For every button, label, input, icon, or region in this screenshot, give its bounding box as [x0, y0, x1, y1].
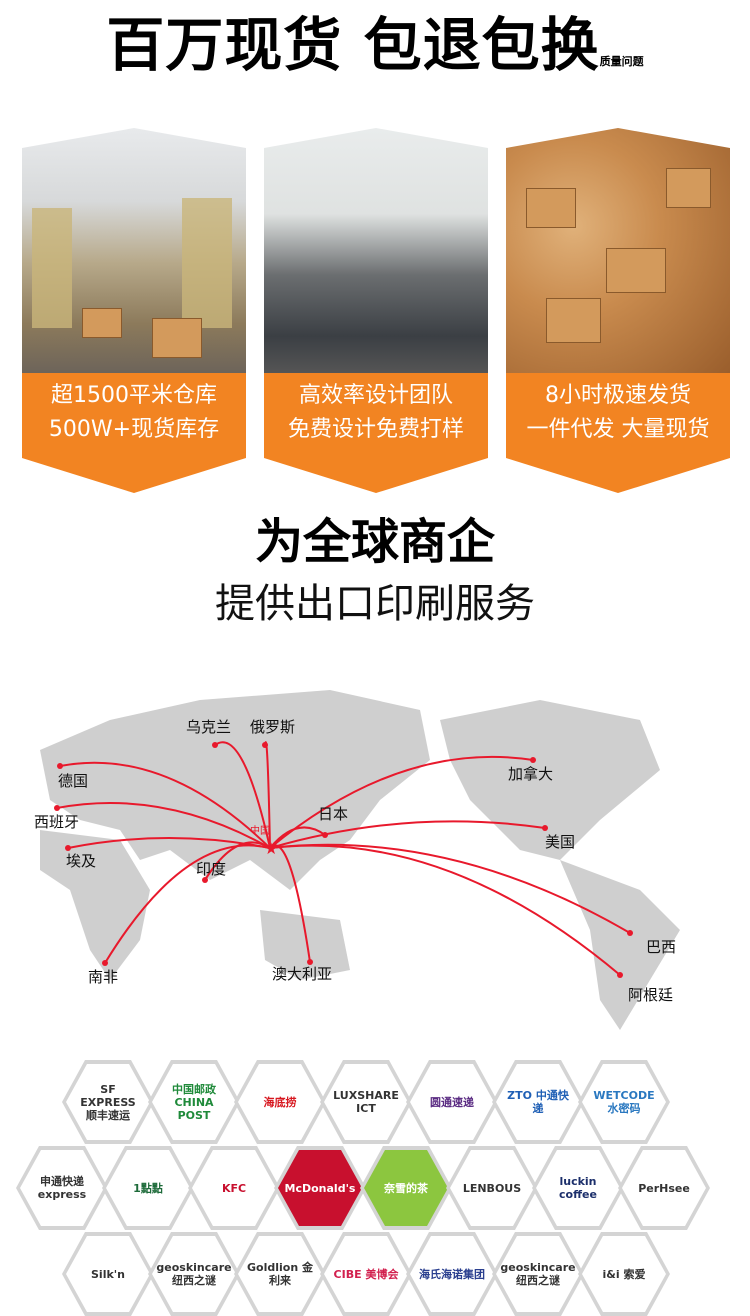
- client-logo: ZTO 中通快递: [496, 1064, 580, 1140]
- destination-dot: [65, 845, 71, 851]
- client-logo: 圆通速递: [410, 1064, 494, 1140]
- client-logo-hex: CIBE 美博会: [320, 1232, 412, 1316]
- client-logo: 海底捞: [238, 1064, 322, 1140]
- destination-label: 巴西: [646, 938, 677, 956]
- client-logo-hex: Silk'n: [62, 1232, 154, 1316]
- route-line: [104, 844, 271, 964]
- destination-dot: [212, 742, 218, 748]
- card-line2: 免费设计免费打样: [287, 417, 464, 442]
- client-logo-hex: 海底捞: [234, 1060, 326, 1144]
- client-logo: SF EXPRESS 顺丰速运: [66, 1064, 150, 1140]
- card-line1: 8小时极速发货: [545, 383, 691, 408]
- destination-label: 印度: [196, 860, 227, 878]
- client-logo-hex: SF EXPRESS 顺丰速运: [62, 1060, 154, 1144]
- client-logo: geoskincare 纽西之谜: [496, 1236, 580, 1312]
- destination-label: 乌克兰: [186, 718, 232, 736]
- client-logo: luckin coffee: [536, 1150, 620, 1226]
- continents: [40, 690, 680, 1030]
- destination-label: 美国: [545, 833, 576, 851]
- client-logo: LUXSHARE ICT: [324, 1064, 408, 1140]
- destination-dot: [542, 825, 548, 831]
- route-line: [269, 820, 546, 849]
- destination-label: 加拿大: [508, 765, 554, 783]
- client-logo: 1點點: [106, 1150, 190, 1226]
- destination-dot: [530, 757, 536, 763]
- route-line: [56, 802, 271, 849]
- destination-dot: [322, 832, 328, 838]
- client-logo-hex: Goldlion 金利来: [234, 1232, 326, 1316]
- origin-star-icon: ★: [264, 839, 278, 858]
- client-logo: LENBOUS: [450, 1150, 534, 1226]
- destination-label: 澳大利亚: [272, 965, 333, 983]
- destination-label: 阿根廷: [628, 986, 674, 1004]
- client-logo: PerHsee: [622, 1150, 706, 1226]
- section-title: 为全球商企: [254, 514, 495, 570]
- client-logo: KFC: [192, 1150, 276, 1226]
- client-logo-hex: geoskincare 纽西之谜: [492, 1232, 584, 1316]
- client-logo: Goldlion 金利来: [238, 1236, 322, 1312]
- headline-note: 质量问题: [599, 55, 644, 68]
- client-logo: 中国邮政 CHINA POST: [152, 1064, 236, 1140]
- destination-label: 埃及: [66, 852, 97, 870]
- destination-label: 南非: [88, 968, 119, 986]
- client-logo: 奈雪的茶: [364, 1150, 448, 1226]
- route-line: [269, 844, 621, 976]
- client-logo: 海氏海诺集团: [410, 1236, 494, 1312]
- card-line2: 500W+现货库存: [48, 417, 220, 442]
- destination-dot: [102, 960, 108, 966]
- card-line1: 高效率设计团队: [298, 383, 453, 408]
- boxes-photo: [506, 128, 730, 373]
- destination-label: 德国: [58, 772, 89, 790]
- client-logo: WETCODE 水密码: [582, 1064, 666, 1140]
- card-shipping: 8小时极速发货一件代发 大量现货: [506, 128, 730, 493]
- destination-dot: [54, 805, 60, 811]
- client-logo-hex: 申通快递 express: [16, 1146, 108, 1230]
- client-logo: Silk'n: [66, 1236, 150, 1312]
- warehouse-photo: [22, 128, 246, 373]
- client-logo-hex: luckin coffee: [532, 1146, 624, 1230]
- destination-dot: [307, 959, 313, 965]
- client-logo-hex: i&i 索爱: [578, 1232, 670, 1316]
- route-line: [269, 826, 326, 849]
- destination-dot: [57, 763, 63, 769]
- client-logo-hex: LENBOUS: [446, 1146, 538, 1230]
- card-line1: 超1500平米仓库: [51, 383, 217, 408]
- office-photo: [264, 128, 488, 373]
- client-logo: McDonald's: [278, 1150, 362, 1226]
- client-logo-hex: ZTO 中通快递: [492, 1060, 584, 1144]
- route-line: [214, 741, 271, 849]
- destination-dot: [617, 972, 623, 978]
- destination-dot: [202, 877, 208, 883]
- client-logo-hex: PerHsee: [618, 1146, 710, 1230]
- client-logo-hex: WETCODE 水密码: [578, 1060, 670, 1144]
- client-logo-hex: 中国邮政 CHINA POST: [148, 1060, 240, 1144]
- client-logo-hex: 1點點: [102, 1146, 194, 1230]
- route-line: [59, 761, 271, 849]
- client-logo-hex: McDonald's: [274, 1146, 366, 1230]
- headline: 百万现货 包退包换质量问题: [0, 10, 750, 80]
- client-logo: CIBE 美博会: [324, 1236, 408, 1312]
- destination-label: 西班牙: [34, 813, 80, 831]
- client-logo-hex: KFC: [188, 1146, 280, 1230]
- client-logo: i&i 索爱: [582, 1236, 666, 1312]
- destination-label: 日本: [318, 805, 349, 823]
- destination-dot: [262, 742, 268, 748]
- section-subtitle: 提供出口印刷服务: [215, 581, 535, 627]
- route-line: [269, 755, 534, 849]
- client-logo: 申通快递 express: [20, 1150, 104, 1226]
- destination-label: 俄罗斯: [250, 718, 296, 736]
- client-logo-hex: 奈雪的茶: [360, 1146, 452, 1230]
- headline-title: 百万现货 包退包换: [106, 11, 600, 79]
- card-warehouse: 超1500平米仓库 500W+现货库存: [22, 128, 246, 493]
- client-logo-hex: 圆通速递: [406, 1060, 498, 1144]
- card-design: 高效率设计团队免费设计免费打样: [264, 128, 488, 493]
- destination-dot: [627, 930, 633, 936]
- card-line2: 一件代发 大量现货: [526, 417, 710, 442]
- label-origin: 中国: [250, 826, 270, 837]
- client-logo-hex: geoskincare 纽西之谜: [148, 1232, 240, 1316]
- client-logo: geoskincare 纽西之谜: [152, 1236, 236, 1312]
- client-logo-hex: LUXSHARE ICT: [320, 1060, 412, 1144]
- world-map: ★: [40, 690, 680, 1030]
- client-logo-hex: 海氏海诺集团: [406, 1232, 498, 1316]
